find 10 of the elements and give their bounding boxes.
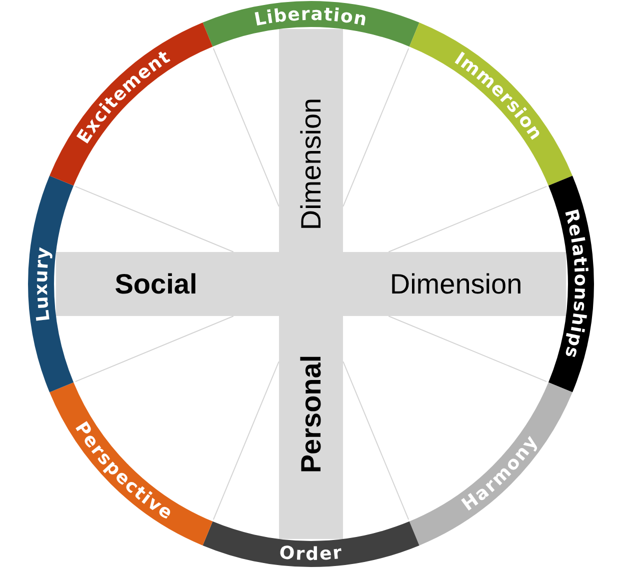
vertical-band: [279, 29, 343, 539]
segment-label: Liberation: [252, 3, 370, 30]
band-label-bold: Social: [114, 268, 198, 300]
segment-label: Order: [278, 542, 344, 565]
ring-segment: [203, 1, 419, 47]
ring-segment: [203, 521, 419, 567]
band-label-bold: Personal: [296, 354, 326, 474]
ring-segment: [28, 176, 74, 392]
band-label: Dimension: [296, 98, 326, 230]
band-label: Dimension: [390, 268, 522, 300]
